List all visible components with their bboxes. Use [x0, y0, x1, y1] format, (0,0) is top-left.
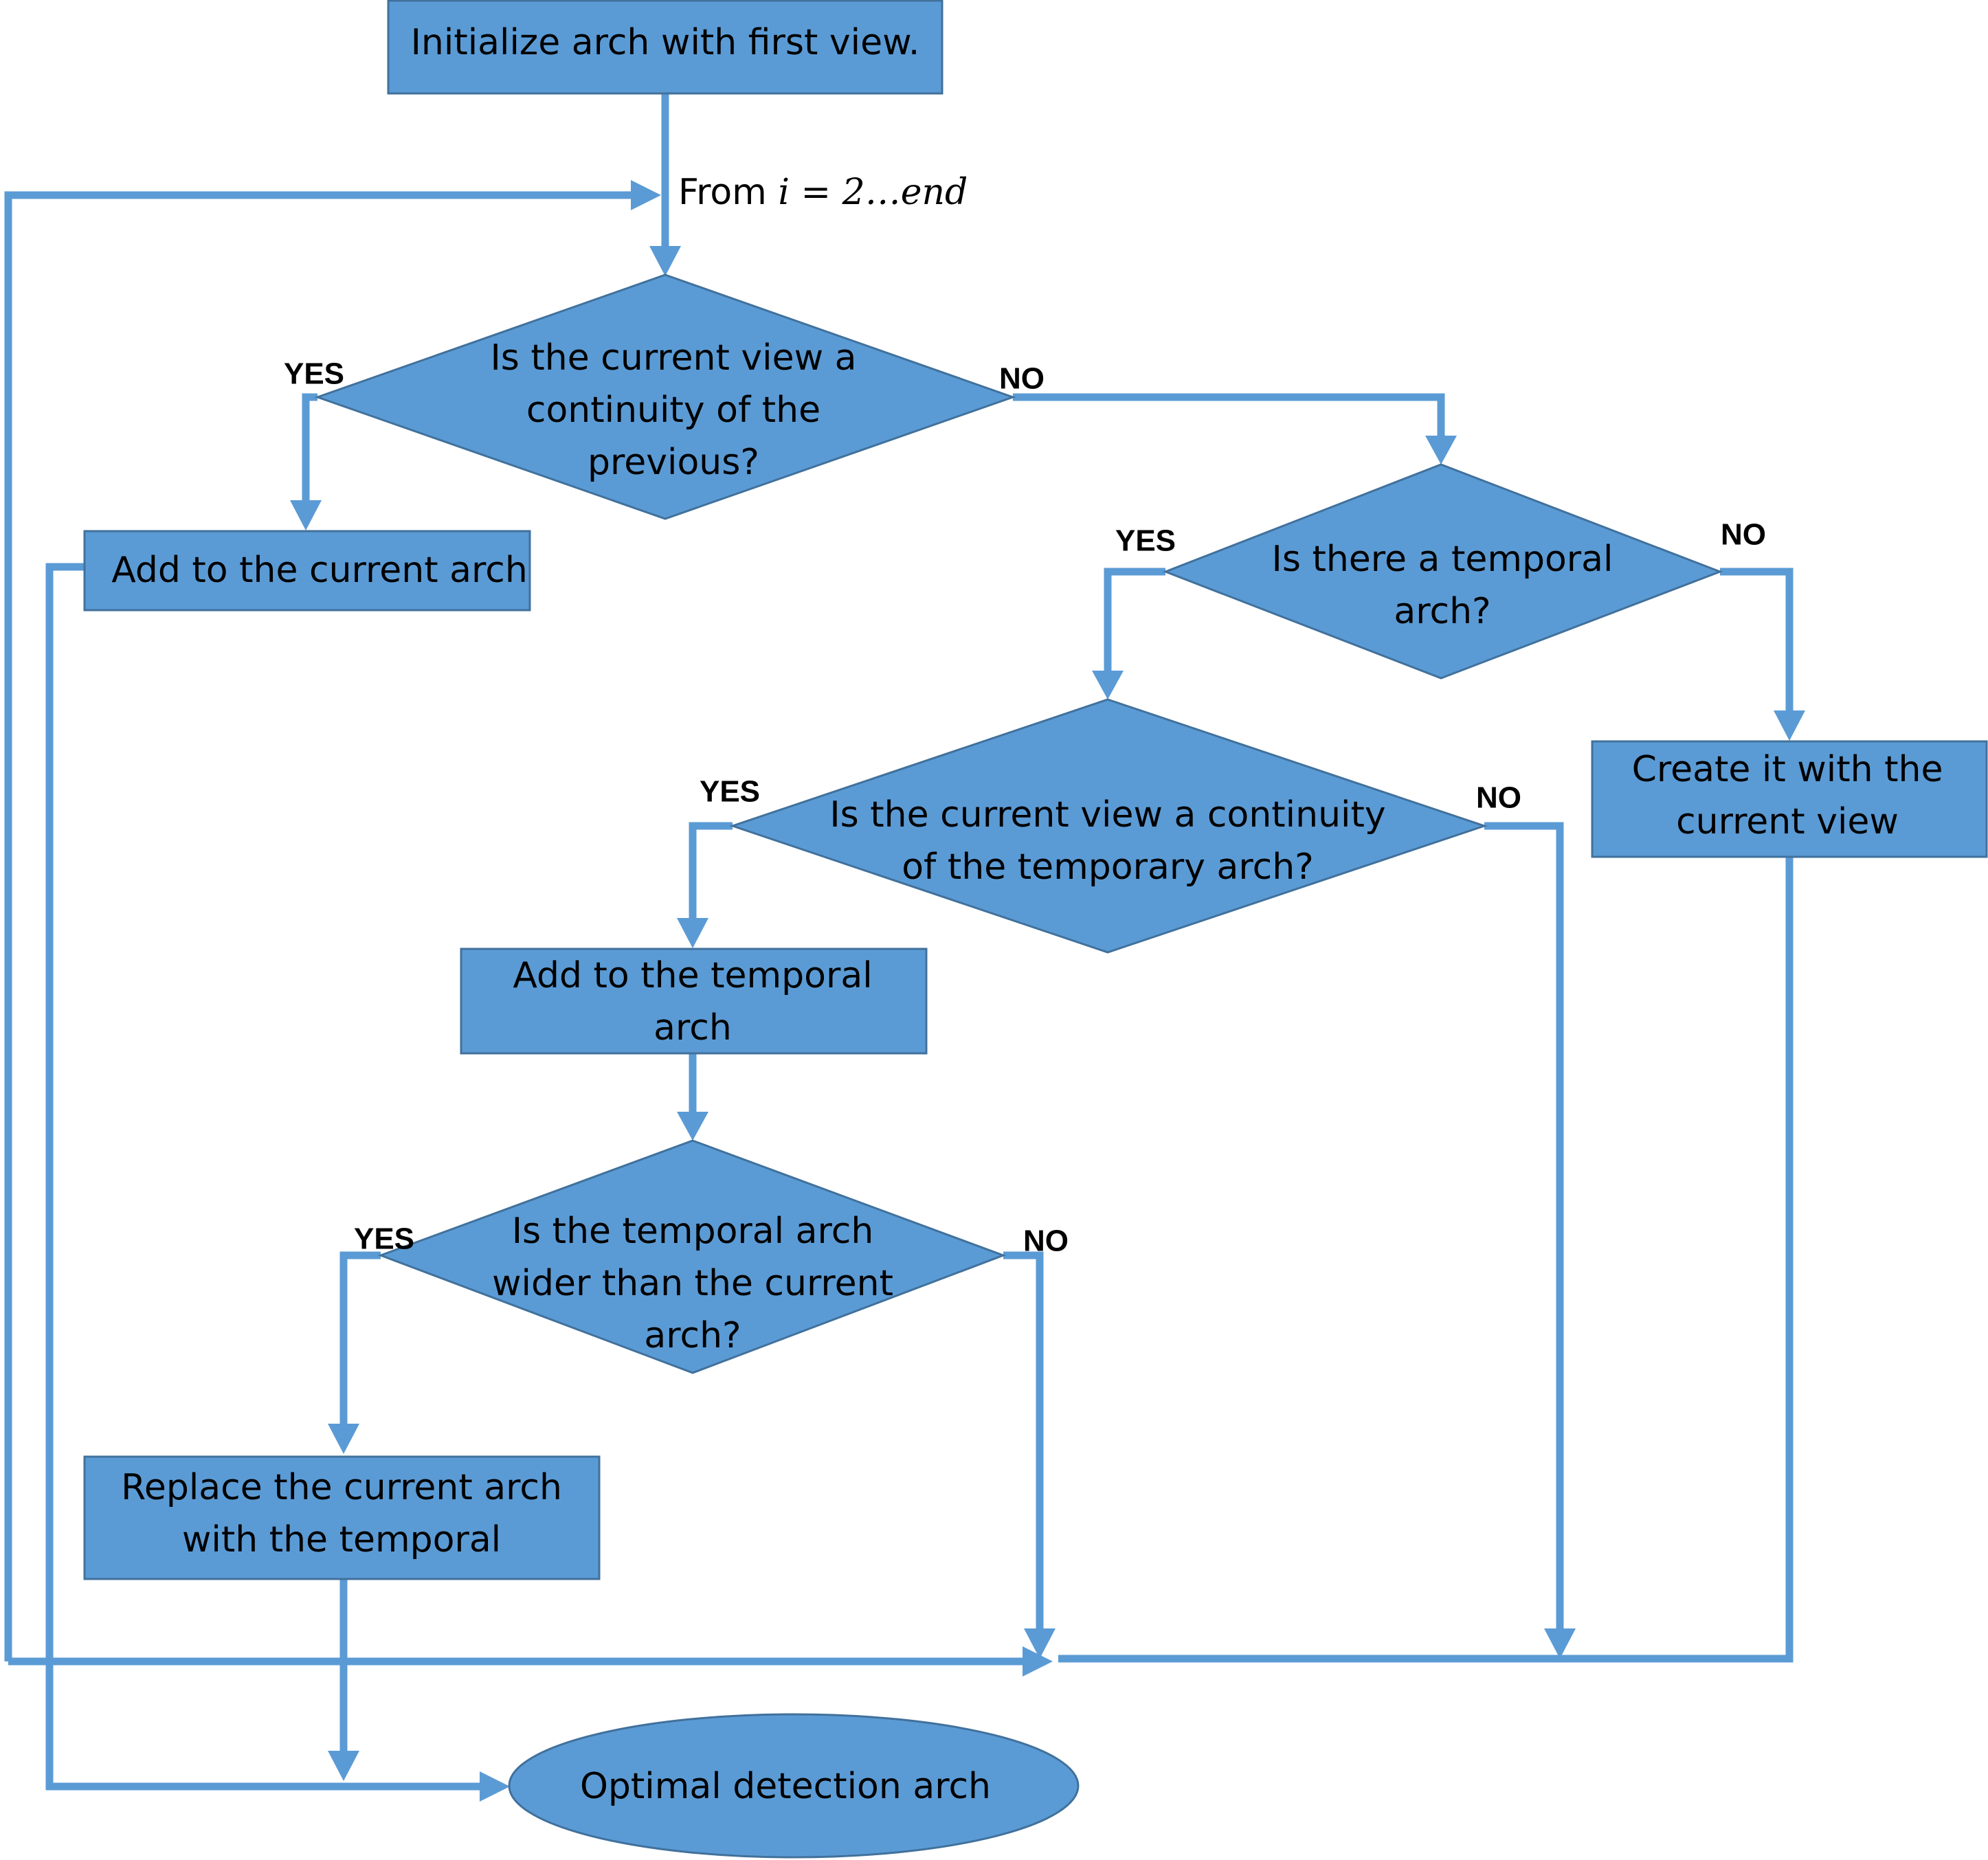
connector-add-current-to-end — [45, 563, 481, 1791]
decision-temporal-exists-text-line: Is there a temporal — [1272, 539, 1613, 580]
decision-temporal-exists-text-line: arch? — [1394, 591, 1490, 632]
d1-no-label: NO — [999, 362, 1045, 396]
arrowhead-end-left — [480, 1771, 510, 1802]
node-texts: Initialize arch with first view. Is the … — [111, 22, 1943, 1807]
replace-text-line: with the temporal — [182, 1519, 501, 1560]
connector-d1-no — [1013, 393, 1445, 437]
decision-temporal-exists-text: Is there a temporal arch? — [1272, 539, 1613, 632]
connector-loop-back — [4, 191, 632, 1661]
arrowhead-decision-entry — [649, 246, 681, 276]
decision-continuity-temporary-text-line: Is the current view a continuity — [829, 794, 1385, 836]
d4-no-label: NO — [1023, 1224, 1069, 1258]
replace-box — [83, 1455, 601, 1580]
decision-continuity-text-line: continuity of the — [526, 390, 820, 431]
create-temporal-box — [1591, 740, 1988, 858]
decision-wider-text-line: arch? — [644, 1315, 741, 1356]
add-temporal-text: Add to the temporal arch — [513, 955, 872, 1049]
loop-label-expression: i = 2…end — [778, 172, 968, 213]
arrowhead-add-temporal — [677, 918, 708, 948]
decision-continuity-temporary-text: Is the current view a continuity of the t… — [829, 794, 1385, 888]
add-current-box — [83, 530, 531, 612]
loop-label: From i = 2…end — [678, 172, 968, 213]
decision-continuity-temporary-text-line: of the temporary arch? — [902, 847, 1314, 888]
add-temporal-text-line: arch — [654, 1007, 732, 1049]
add-temporal-box — [460, 948, 928, 1055]
decision-wider-diamond — [377, 1139, 1007, 1374]
end-text-line: Optimal detection arch — [580, 1766, 991, 1807]
replace-text: Replace the current arch with the tempora… — [121, 1467, 562, 1560]
arrowhead-decision-2 — [1425, 436, 1457, 464]
add-current-text-line: Add to the current arch — [111, 550, 528, 591]
connector-d2-no — [1720, 568, 1794, 712]
branch-labels: YES NO YES NO YES NO YES NO — [284, 357, 1766, 1258]
decision-wider-text-line: wider than the current — [492, 1263, 893, 1304]
connector-d4-no — [1003, 1251, 1044, 1630]
init-box — [387, 0, 943, 95]
replace-text-line: Replace the current arch — [121, 1467, 562, 1508]
connector-d2-yes — [1104, 568, 1165, 672]
decision-wider-text: Is the temporal arch wider than the curre… — [492, 1211, 893, 1356]
arrowhead-create-temporal — [1774, 710, 1805, 741]
d3-yes-label: YES — [700, 775, 760, 809]
end-ellipse — [508, 1713, 1080, 1859]
arrowhead-add-current — [290, 500, 322, 530]
loop-label-prefix: From — [678, 172, 778, 213]
shapes — [83, 0, 1988, 1859]
add-current-text: Add to the current arch — [111, 550, 528, 591]
decision-temporal-exists-diamond — [1162, 463, 1723, 680]
create-temporal-text: Create it with the current view — [1632, 749, 1943, 842]
arrowhead-d4-no-bus — [1024, 1628, 1056, 1659]
decision-continuity-temporary-diamond — [729, 698, 1488, 954]
d3-no-label: NO — [1476, 781, 1521, 815]
d2-yes-label: YES — [1115, 524, 1176, 558]
connector-d3-no — [1484, 822, 1564, 1630]
decision-continuity-text: Is the current view a continuity of the pr… — [490, 337, 856, 483]
decision-wider-text-line: Is the temporal arch — [512, 1211, 874, 1252]
init-text-line: Initialize arch with first view. — [411, 22, 920, 63]
d4-yes-label: YES — [354, 1222, 414, 1256]
connectors — [4, 93, 1805, 1802]
end-text: Optimal detection arch — [580, 1766, 991, 1807]
create-temporal-text-line: current view — [1676, 801, 1899, 842]
arrowhead-decision-4 — [677, 1112, 708, 1141]
arrowhead-replace — [328, 1424, 359, 1454]
connector-d1-yes — [302, 393, 317, 502]
connector-d4-yes — [339, 1251, 381, 1425]
arrowhead-decision-3 — [1092, 671, 1124, 699]
decision-continuity-diamond — [314, 273, 1016, 520]
init-text: Initialize arch with first view. — [411, 22, 920, 63]
d2-no-label: NO — [1721, 518, 1766, 552]
connector-create-temporal-down — [1058, 857, 1794, 1663]
decision-continuity-text-line: Is the current view a — [490, 337, 856, 379]
arrowhead-bus-merge — [1023, 1646, 1053, 1677]
d1-yes-label: YES — [284, 357, 344, 391]
arrowhead-loop-entry — [631, 180, 661, 210]
create-temporal-text-line: Create it with the — [1632, 749, 1943, 790]
arrowhead-replace-end — [328, 1751, 359, 1781]
connector-d3-yes — [689, 822, 733, 919]
add-temporal-text-line: Add to the temporal — [513, 955, 872, 996]
arrowhead-d3-no-bus — [1544, 1628, 1576, 1659]
decision-continuity-text-line: previous? — [588, 442, 759, 483]
